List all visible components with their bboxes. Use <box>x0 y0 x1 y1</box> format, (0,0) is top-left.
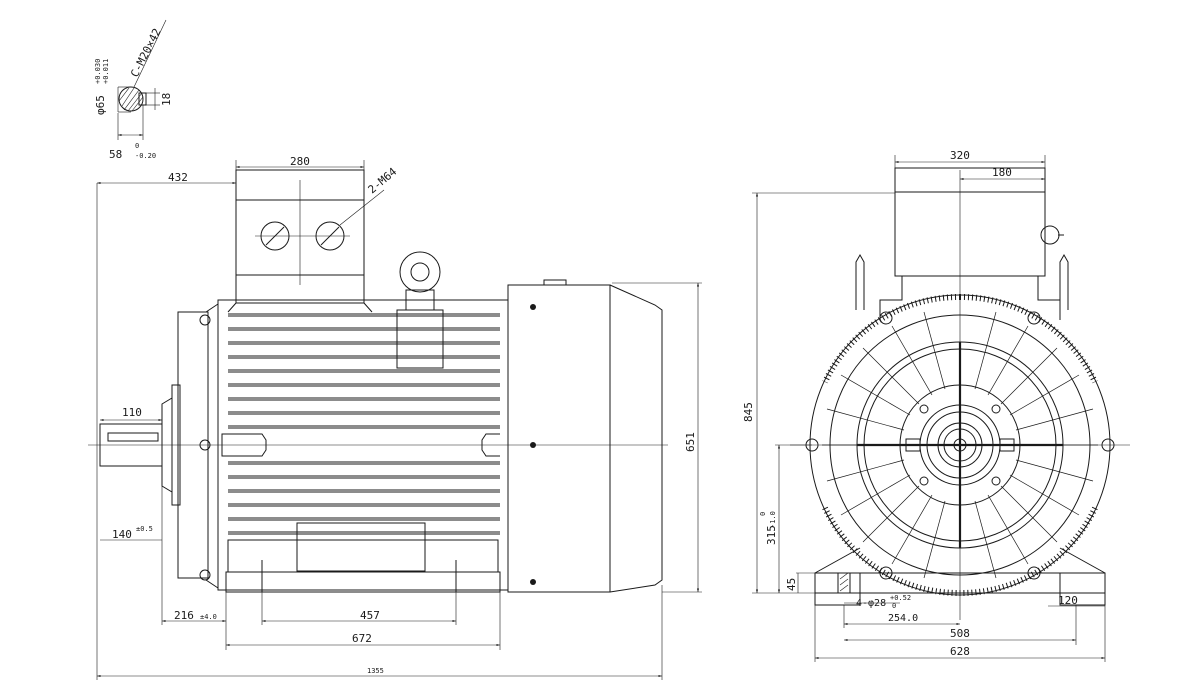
lifting-eye <box>396 251 444 369</box>
dim-672: 672 <box>352 632 372 645</box>
dim-216-tol: ±4.0 <box>200 613 217 621</box>
bolt-holes <box>805 311 1115 580</box>
dim-845: 845 <box>742 402 755 422</box>
front-flange <box>177 311 209 579</box>
shaft-diameter-label: φ65 <box>94 95 107 115</box>
front-terminal-box <box>894 167 1046 277</box>
shaft-section-detail: C-M20×42 φ65 +0.030 +0.011 18 58 0 -0.20 <box>94 19 173 161</box>
cooling-fins-front <box>822 293 1098 597</box>
key-depth-tol-upper: 0 <box>135 142 139 150</box>
key-height-label: 18 <box>160 93 173 106</box>
side-view: 432 280 2-M64 110 140 ±0.5 216 ±4.0 457 … <box>88 155 702 680</box>
dim-120: 120 <box>1058 594 1078 607</box>
dim-254: 254.0 <box>888 613 918 624</box>
dim-315-tol-lower: -1.0 <box>769 511 777 528</box>
dim-651: 651 <box>684 432 697 452</box>
dim-320: 320 <box>950 149 970 162</box>
dim-628: 628 <box>950 645 970 658</box>
front-view: 320 180 845 315 0 -1.0 45 4-φ28 +0.52 0 … <box>742 149 1130 662</box>
key-depth-tol-lower: -0.20 <box>135 152 156 160</box>
cooling-fins <box>228 313 500 535</box>
fan-cowl <box>507 284 611 593</box>
key-depth-label: 58 <box>109 148 122 161</box>
shaft-diameter-tol-lower: +0.011 <box>102 59 110 84</box>
front-dimensions <box>752 155 1106 662</box>
dim-holes-tol-upper: +0.52 <box>890 594 911 602</box>
dim-216: 216 <box>174 609 194 622</box>
dim-1355: 1355 <box>367 667 384 675</box>
dim-holes-tol-lower: 0 <box>892 602 896 610</box>
shaft-diameter-tol-upper: +0.030 <box>94 59 102 84</box>
dim-cable-gland: 2-M64 <box>366 165 400 196</box>
dim-140: 140 <box>112 528 132 541</box>
dim-180: 180 <box>992 166 1012 179</box>
mounting-foot <box>225 571 501 593</box>
dim-holes: 4-φ28 <box>856 598 886 609</box>
dim-508: 508 <box>950 627 970 640</box>
front-foot-right <box>1059 572 1106 606</box>
dim-45: 45 <box>785 578 798 591</box>
dim-280: 280 <box>290 155 310 168</box>
dim-315: 315 <box>765 525 778 545</box>
dim-457: 457 <box>360 609 380 622</box>
side-dimensions <box>96 160 702 680</box>
dim-315-tol-upper: 0 <box>759 512 767 516</box>
shaft-thread-label: C-M20×42 <box>128 26 164 79</box>
dim-110: 110 <box>122 406 142 419</box>
dim-432: 432 <box>168 171 188 184</box>
dim-140-tol: ±0.5 <box>136 525 153 533</box>
